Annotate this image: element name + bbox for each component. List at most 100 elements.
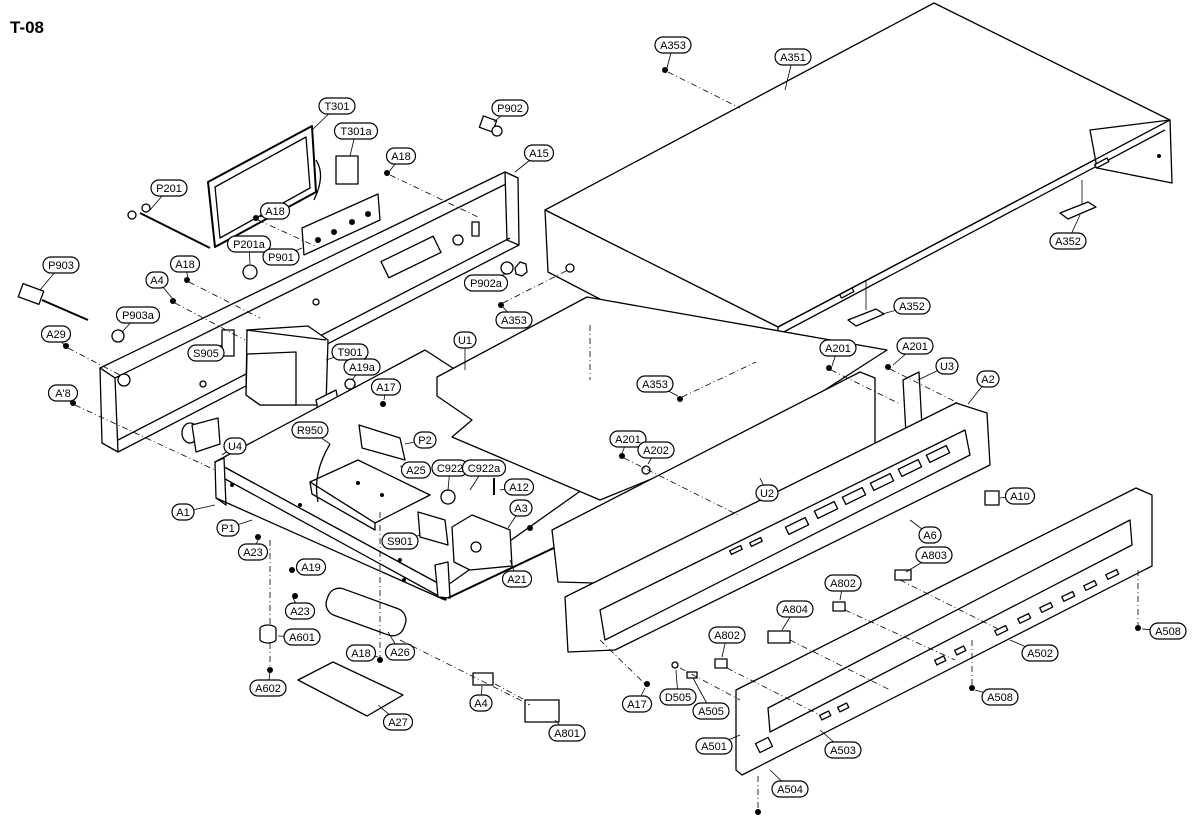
callout-bubble — [453, 331, 477, 349]
callout-label: P903 — [48, 260, 74, 272]
callout-a19a: A19a — [343, 358, 381, 381]
callout-bubble — [1049, 232, 1087, 250]
callout-bubble — [461, 459, 507, 477]
callout-label: A21 — [507, 574, 527, 586]
callout-a804: A804 — [776, 600, 814, 631]
callout-bubble — [413, 431, 437, 449]
callout-label: A801 — [554, 728, 580, 740]
callout-bubble — [249, 679, 287, 697]
callout-label: A201 — [615, 434, 641, 446]
callout-bubble — [654, 36, 692, 54]
callout-bubble — [708, 626, 746, 644]
callout-a201b: A201 — [892, 337, 934, 366]
front-panel-a502 — [735, 487, 1153, 776]
callout-bubble — [42, 256, 80, 274]
callout-label: P901 — [268, 252, 294, 264]
callout-u4: U4 — [221, 437, 247, 456]
callout-bubble — [893, 297, 931, 315]
callout-label: A351 — [780, 52, 806, 64]
callout-bubble — [345, 644, 377, 662]
callout-a29: A29 — [40, 325, 72, 346]
callout-label: A505 — [698, 706, 724, 718]
callout-label: A18 — [391, 151, 411, 163]
callout-label: T901 — [337, 347, 362, 359]
callout-bubble — [896, 337, 934, 355]
callout-label: R950 — [297, 425, 323, 437]
callout-label: A803 — [921, 550, 947, 562]
callout-label: A353 — [660, 40, 686, 52]
callout-label: P902 — [497, 103, 523, 115]
callout-label: A6 — [923, 530, 936, 542]
callout-bubble — [509, 499, 533, 517]
nut-a19a — [344, 378, 356, 390]
nut-p902a — [514, 261, 528, 277]
callout-a353: A353 — [654, 36, 692, 69]
callout-label: A23 — [243, 547, 263, 559]
callout-d505: D505 — [659, 669, 697, 706]
callout-bubble — [755, 484, 779, 502]
callout-label: A601 — [289, 632, 315, 644]
callout-label: A18 — [351, 648, 371, 660]
callout-bubble — [776, 600, 814, 618]
callout-a18d: A18 — [345, 644, 379, 662]
callout-p903: P903 — [39, 256, 80, 291]
callout-bubble — [259, 202, 291, 220]
callout-label: A802 — [714, 630, 740, 642]
callout-bubble — [609, 430, 647, 448]
callout-a18b: A18 — [259, 202, 291, 220]
callout-bubble — [636, 375, 674, 393]
washer-p902a — [500, 261, 514, 275]
callout-label: A19 — [301, 562, 321, 574]
callout-bubble — [150, 179, 188, 197]
callout-bubble — [283, 628, 321, 646]
callout-label: A201 — [825, 343, 851, 355]
foot-a601 — [259, 624, 277, 644]
callout-p902: P902 — [491, 99, 529, 123]
callout-label: A353 — [642, 379, 668, 391]
callout-a501: A501 — [695, 734, 741, 755]
callout-bubble — [216, 519, 240, 537]
callout-a15: A15 — [514, 144, 555, 173]
callout-a508b: A508 — [974, 688, 1019, 706]
callout-a503: A503 — [819, 729, 862, 759]
callout-label: A17 — [627, 699, 647, 711]
callout-s901: S901 — [381, 532, 421, 550]
front-frame-a2 — [564, 402, 991, 653]
callout-a802a: A802 — [824, 574, 862, 601]
callout-a802b: A802 — [708, 626, 746, 658]
callout-label: P201a — [233, 239, 266, 251]
callout-bubble — [935, 357, 959, 375]
callout-a3: A3 — [507, 499, 533, 529]
callout-bubble — [981, 688, 1019, 706]
callout-label: A508 — [987, 692, 1013, 704]
callout-label: A23 — [290, 606, 310, 618]
callout-bubble — [318, 97, 356, 115]
callout-label: A504 — [777, 784, 803, 796]
power-knob-a801 — [524, 699, 560, 723]
callout-a202: A202 — [637, 441, 675, 465]
screws — [63, 67, 1141, 815]
callout-label: A3 — [514, 503, 527, 515]
callout-label: A4 — [150, 275, 163, 287]
callout-a26: A26 — [384, 631, 416, 661]
callout-bubble — [284, 602, 316, 620]
jack-p902 — [478, 115, 503, 137]
callout-a27: A27 — [377, 704, 414, 731]
callout-a602: A602 — [249, 671, 287, 697]
callout-t901: T901 — [325, 343, 369, 361]
bracket-a3-hole — [470, 541, 482, 553]
callout-label: A15 — [529, 148, 549, 160]
power-cord-p903 — [17, 283, 89, 321]
callout-bubble — [384, 643, 416, 661]
callout-label: U1 — [458, 335, 472, 347]
callout-bubble — [771, 780, 809, 798]
callout-label: P902a — [470, 278, 503, 290]
callout-bubble — [621, 695, 653, 713]
callout-bubble — [695, 737, 733, 755]
callout-label: A501 — [701, 741, 727, 753]
callout-bubble — [385, 147, 417, 165]
callout-a10: A10 — [999, 487, 1036, 505]
callout-bubble — [463, 274, 509, 292]
